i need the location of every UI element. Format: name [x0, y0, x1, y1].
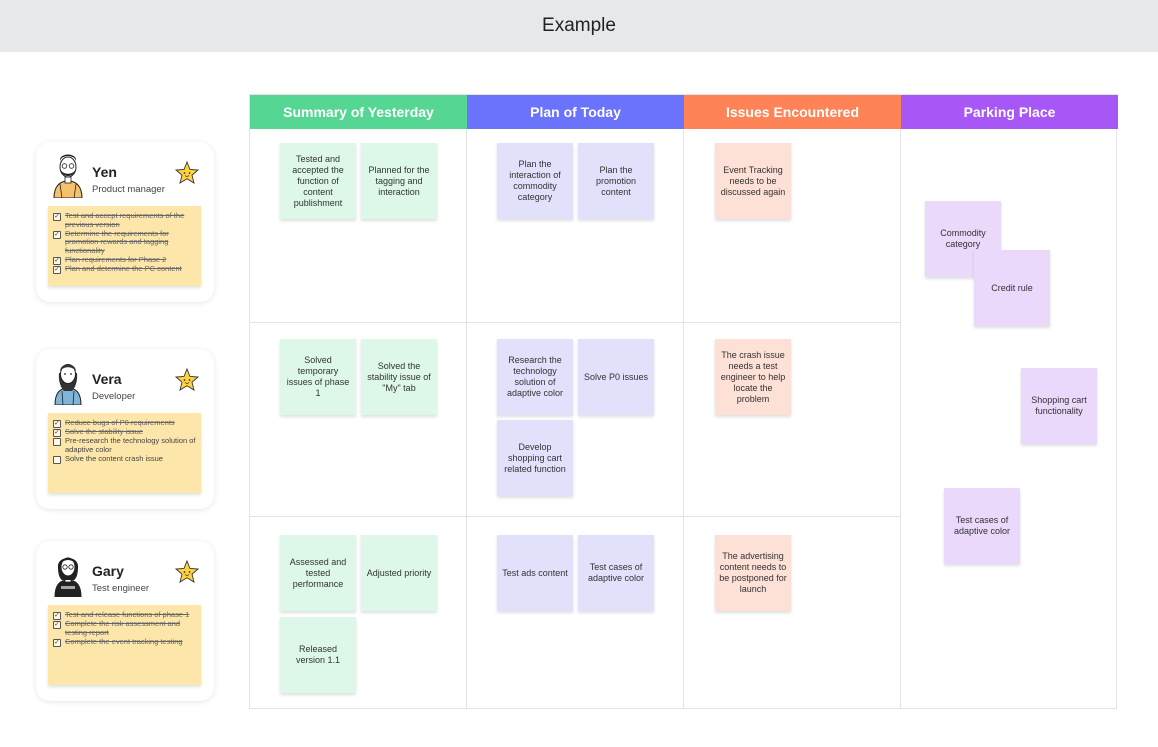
todo-item[interactable]: Pre-research the technology solution of … [53, 436, 196, 455]
page-title: Example [542, 15, 616, 36]
checkbox-checked-icon[interactable]: ✓ [53, 256, 61, 265]
sticky-note[interactable]: Plan the promotion content [578, 143, 654, 219]
sticky-note[interactable]: Released version 1.1 [280, 617, 356, 693]
checkbox-unchecked-icon[interactable] [53, 455, 61, 464]
row-divider [250, 322, 901, 323]
checkbox-checked-icon[interactable]: ✓ [53, 612, 61, 620]
sticky-note[interactable]: Assessed and tested performance [280, 535, 356, 611]
column-header-summary: Summary of Yesterday [250, 95, 467, 129]
column-divider [683, 129, 684, 708]
sticky-note[interactable]: Plan the interaction of commodity catego… [497, 143, 573, 219]
top-bar: Example [0, 0, 1158, 52]
sticky-note[interactable]: Test cases of adaptive color [578, 535, 654, 611]
sticky-note[interactable]: The advertising content needs to be post… [715, 535, 791, 611]
checkbox-checked-icon[interactable]: ✓ [53, 213, 61, 221]
todo-item[interactable]: ✓Test and release functions of phase 1 [53, 610, 190, 620]
checkbox-unchecked-icon[interactable] [53, 438, 61, 446]
person-role: Product manager [92, 184, 165, 195]
sticky-note[interactable]: Credit rule [974, 250, 1050, 326]
sticky-note[interactable]: Test cases of adaptive color [944, 488, 1020, 564]
star-face-icon [174, 160, 200, 184]
sticky-note[interactable]: Solved temporary issues of phase 1 [280, 339, 356, 415]
sticky-note[interactable]: Tested and accepted the function of cont… [280, 143, 356, 219]
sticky-note[interactable]: The crash issue needs a test engineer to… [715, 339, 791, 415]
column-header-issues: Issues Encountered [684, 95, 901, 129]
person-name: Gary [92, 563, 124, 579]
standup-board: Summary of Yesterday Plan of Today Issue… [249, 94, 1118, 709]
avatar-illustration-icon [54, 557, 82, 597]
todo-item[interactable]: ✓Reduce bugs of P0 requirements [53, 418, 175, 428]
todo-item[interactable]: Solve the content crash issue [53, 454, 196, 464]
star-face-icon [174, 559, 200, 583]
sticky-note[interactable]: Test ads content [497, 535, 573, 611]
person-role: Developer [92, 391, 136, 402]
sticky-note[interactable]: Research the technology solution of adap… [497, 339, 573, 415]
todo-item[interactable]: ✓Complete the risk assessment and testin… [53, 619, 181, 637]
person-name: Yen [92, 164, 117, 180]
person-card-yen[interactable]: Yen Product manager ✓Test and accept req… [36, 142, 214, 302]
column-divider [900, 129, 901, 708]
person-card-gary[interactable]: Gary Test engineer ✓Test and release fun… [36, 541, 214, 701]
todo-item[interactable]: ✓Determine the requirements for promotio… [53, 228, 169, 256]
sticky-note[interactable]: Develop shopping cart related function [497, 420, 573, 496]
person-card-vera[interactable]: Vera Developer ✓Reduce bugs of P0 requir… [36, 349, 214, 509]
checkbox-checked-icon[interactable]: ✓ [53, 230, 61, 239]
todo-list: ✓Test and accept requirements of the pre… [48, 206, 201, 286]
sticky-note[interactable]: Solve P0 issues [578, 339, 654, 415]
person-role: Test engineer [92, 583, 150, 594]
star-face-icon [174, 367, 200, 391]
person-name: Vera [92, 371, 122, 387]
sticky-note[interactable]: Event Tracking needs to be discussed aga… [715, 143, 791, 219]
column-header-plan: Plan of Today [467, 95, 684, 129]
todo-list: ✓Test and release functions of phase 1 ✓… [48, 605, 201, 685]
sticky-note[interactable]: Planned for the tagging and interaction [361, 143, 437, 219]
todo-list: ✓Reduce bugs of P0 requirements ✓Solve t… [48, 413, 201, 493]
row-divider [250, 516, 901, 517]
checkbox-checked-icon[interactable]: ✓ [53, 638, 61, 647]
avatar-illustration-icon [53, 154, 83, 198]
column-header-parking: Parking Place [901, 95, 1118, 129]
sticky-note[interactable]: Adjusted priority [361, 535, 437, 611]
todo-item[interactable]: ✓Complete the event tracking testing [53, 636, 183, 647]
sticky-note[interactable]: Shopping cart functionality [1021, 368, 1097, 444]
checkbox-checked-icon[interactable]: ✓ [53, 265, 61, 274]
avatar-illustration-icon [54, 364, 82, 405]
sticky-note[interactable]: Solved the stability issue of "My" tab [361, 339, 437, 415]
checkbox-checked-icon[interactable]: ✓ [53, 420, 61, 428]
todo-item[interactable]: ✓Plan and determine the PC content [53, 263, 182, 274]
todo-item[interactable]: ✓Solve the stability issue [53, 427, 143, 437]
checkbox-checked-icon[interactable]: ✓ [53, 621, 61, 629]
column-divider [466, 129, 467, 708]
checkbox-checked-icon[interactable]: ✓ [53, 429, 61, 437]
todo-item[interactable]: ✓Plan requirements for Phase 2 [53, 254, 167, 265]
todo-item[interactable]: ✓Test and accept requirements of the pre… [53, 211, 185, 229]
